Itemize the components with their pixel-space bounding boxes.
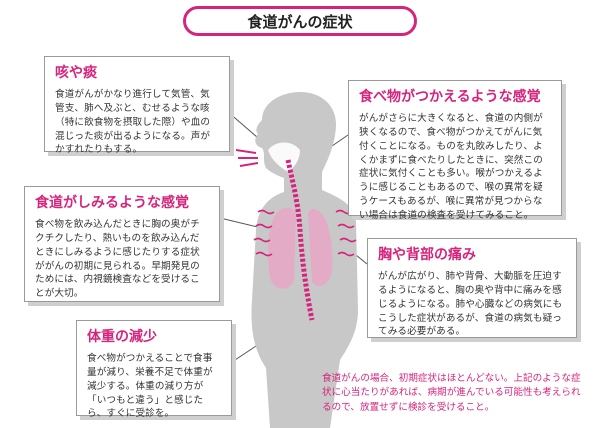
symptom-text-food-stuck: がんがさらに大きくなると、食道の内側が狭くなるので、食べ物がつかえてがんに気付く…	[359, 112, 543, 222]
symptom-heading-stinging: 食道がしみるような感覚	[35, 195, 189, 211]
symptom-text-cough: 食道がんがかなり進行して気管、気管支、肺へ及ぶと、むせるような咳（特に飲食物を摂…	[55, 88, 211, 156]
symptom-heading-food-stuck: 食べ物がつかえるような感覚	[359, 89, 541, 105]
esophagus	[285, 159, 315, 321]
throat-highlight	[268, 142, 300, 172]
symptom-text-chest-pain: がんが広がり、肺や背骨、大動脈を圧迫するようになると、胸の奥や背中に痛みを感じる…	[378, 270, 563, 338]
symptom-heading-weight-loss: 体重の減少	[87, 329, 157, 345]
lung-right	[308, 208, 333, 286]
symptom-text-stinging: 食べ物を飲み込んだときに胸の奥がチクチクしたり、熱いものを飲み込んだときにしみる…	[35, 218, 200, 300]
throat-irritation-marks	[235, 149, 259, 167]
chest-pain-marks-left	[253, 209, 275, 257]
footnote: 食道がんの場合、初期症状はほとんどない。上記のような症状に心当たりがあれば、病期…	[322, 373, 581, 413]
symptom-heading-chest-pain: 胸や背部の痛み	[378, 247, 476, 263]
symptom-box-cough: 咳や痰 食道がんがかなり進行して気管、気管支、肺へ及ぶと、むせるような咳（特に飲…	[44, 56, 230, 155]
lung-left	[268, 207, 296, 289]
symptom-text-weight-loss: 食べ物がつかえることで食事量が減り、栄養不足で体重が減少する。体重の減り方が「い…	[87, 352, 213, 420]
symptom-box-chest-pain: 胸や背部の痛み がんが広がり、肺や背骨、大動脈を圧迫するようになると、胸の奥や背…	[367, 238, 577, 338]
symptom-heading-cough: 咳や痰	[55, 65, 97, 81]
symptom-box-weight-loss: 体重の減少 食べ物がつかえることで食事量が減り、栄養不足で体重が減少する。体重の…	[76, 320, 232, 419]
chest-pain-marks-right	[335, 209, 357, 257]
symptom-box-food-stuck: 食べ物がつかえるような感覚 がんがさらに大きくなると、食道の内側が狭くなるので、…	[348, 80, 562, 221]
pointer-sting	[219, 217, 263, 229]
page-title: 食道がんの症状	[183, 6, 417, 36]
symptom-box-stinging: 食道がしみるような感覚 食べ物を飲み込んだときに胸の奥がチクチクしたり、熱いもの…	[24, 186, 220, 302]
